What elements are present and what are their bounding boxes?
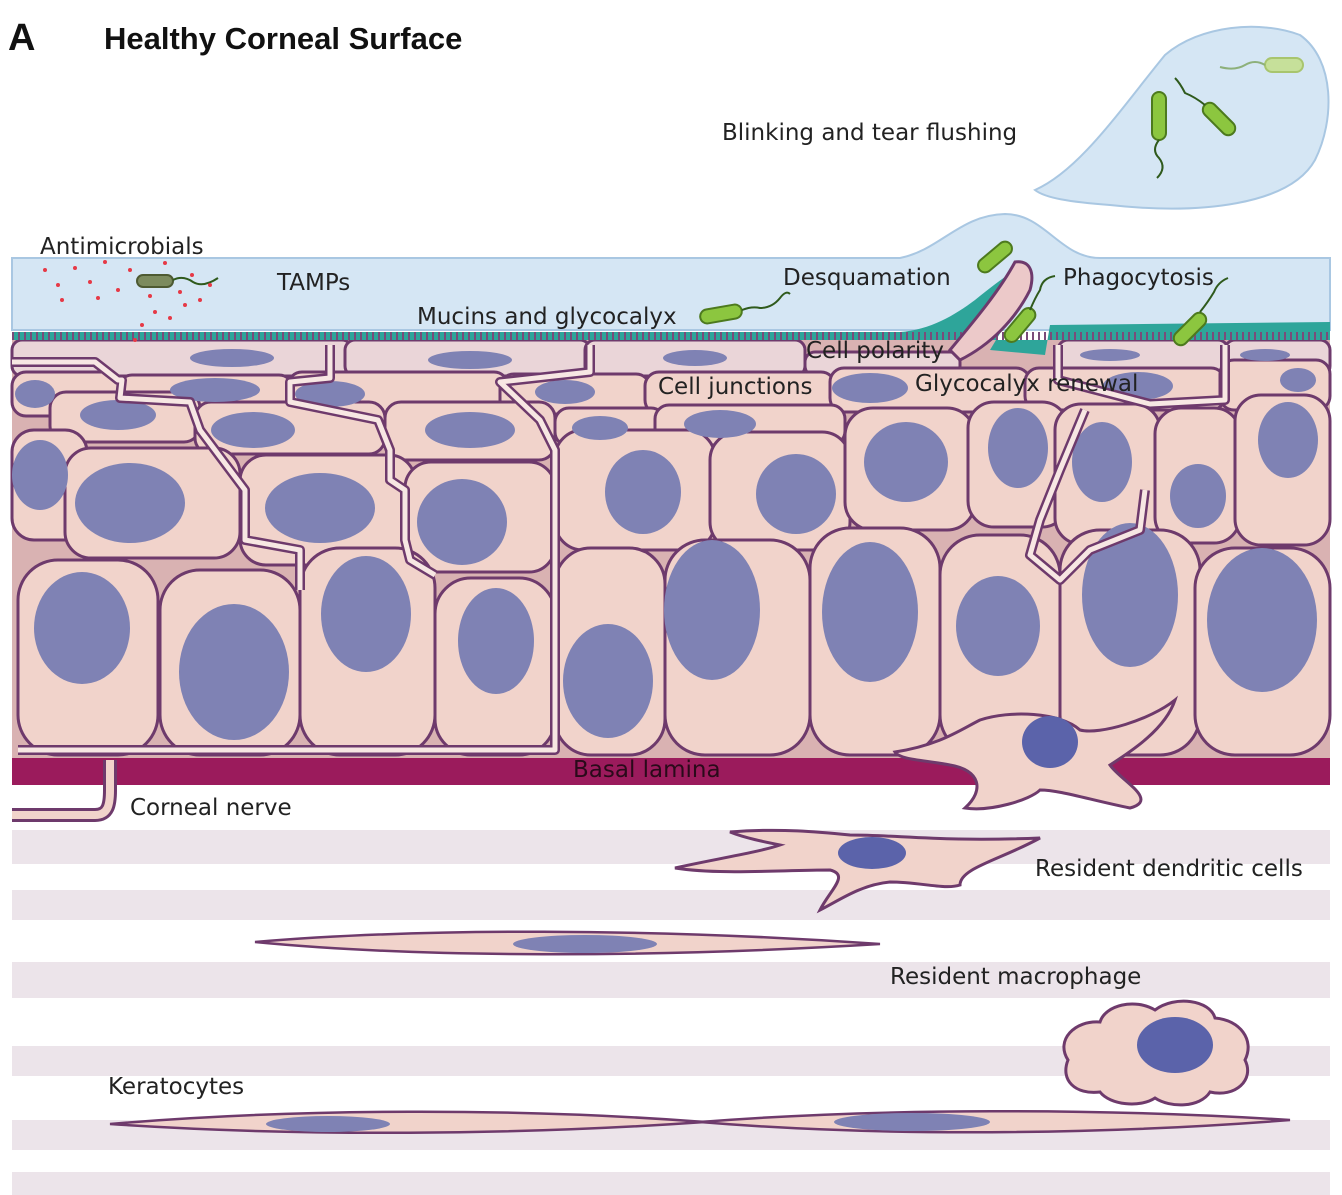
label-keratocytes: Keratocytes — [108, 1074, 244, 1100]
label-macrophage: Resident macrophage — [890, 964, 1141, 990]
bacterium-icon — [1152, 92, 1166, 140]
label-dendritic-cells: Resident dendritic cells — [1035, 856, 1303, 882]
panel-letter: A — [8, 17, 35, 59]
label-tamps: TAMPs — [276, 270, 350, 296]
label-mucins: Mucins and glycocalyx — [417, 304, 677, 330]
figure-title: Healthy Corneal Surface — [104, 21, 462, 56]
tear-droplet — [1035, 27, 1329, 209]
label-glycocalyx-renewal: Glycocalyx renewal — [915, 371, 1138, 397]
label-corneal-nerve: Corneal nerve — [130, 795, 292, 821]
label-phagocytosis: Phagocytosis — [1063, 265, 1214, 291]
label-cell-polarity: Cell polarity — [806, 338, 944, 364]
bacterium-icon — [137, 275, 173, 287]
label-antimicrobials: Antimicrobials — [40, 234, 204, 260]
label-blinking: Blinking and tear flushing — [722, 120, 1017, 146]
label-cell-junctions: Cell junctions — [658, 374, 813, 400]
label-basal-lamina: Basal lamina — [573, 757, 721, 783]
bacterium-icon — [1265, 58, 1303, 72]
label-desquamation: Desquamation — [783, 265, 951, 291]
